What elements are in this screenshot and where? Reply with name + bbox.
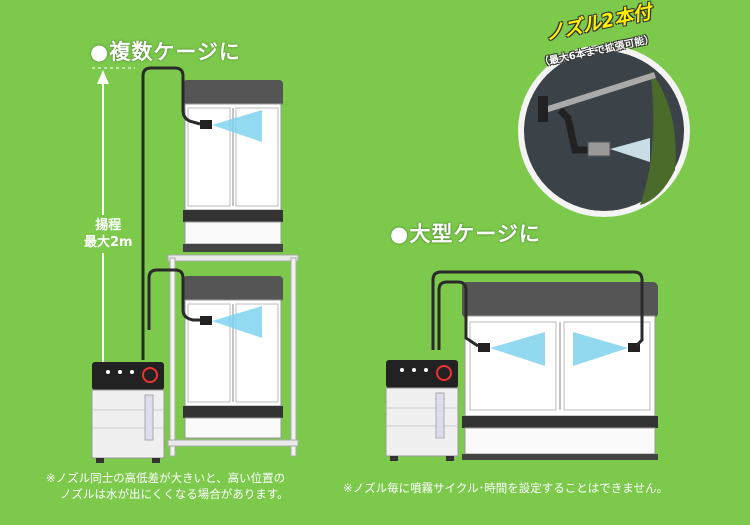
heading-large-cage: ●大型ケージに <box>390 222 541 246</box>
mist-pump-unit <box>385 360 459 461</box>
lower-cage <box>183 276 283 439</box>
water-tube <box>431 270 644 350</box>
upper-cage <box>183 80 283 252</box>
note-line: ※ノズル同士の高低差が大きいと、高い位置の <box>46 471 286 485</box>
note-cycle-setting: ※ノズル毎に噴霧サイクル･時間を設定することはできません。 <box>343 481 668 495</box>
mist-spray <box>490 332 628 366</box>
mist-pump-unit <box>91 362 165 463</box>
heading-multi-cage: ●複数ケージに <box>90 40 241 64</box>
metal-rack <box>167 254 299 457</box>
note-height-difference: ※ノズル同士の高低差が大きいと、高い位置の ノズルは水が出にくくなる場合がありま… <box>46 470 289 502</box>
nozzle-closeup <box>518 45 690 217</box>
lift-label-line1: 揚程 <box>95 218 122 233</box>
large-cage <box>462 282 658 460</box>
water-tube <box>141 66 201 360</box>
mist-spray <box>212 110 262 338</box>
nozzle-icon <box>478 343 640 352</box>
nozzle-icon <box>200 120 212 325</box>
lift-height-label: 揚程 最大2m <box>84 215 133 253</box>
note-line: ノズルは水が出にくくなる場合があります。 <box>60 487 289 501</box>
lift-label-line2: 最大2m <box>84 235 133 250</box>
